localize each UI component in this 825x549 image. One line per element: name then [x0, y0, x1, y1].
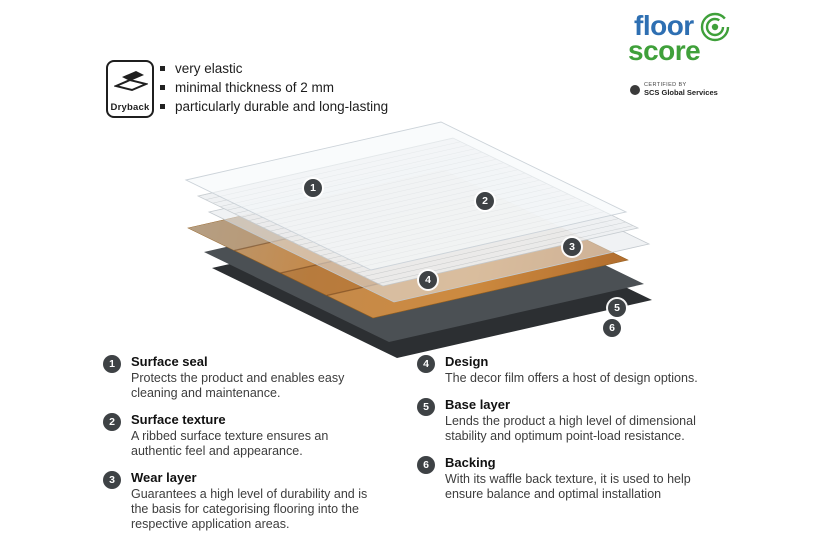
- certification-line: CERTIFIED BY SCS Global Services: [630, 82, 718, 97]
- diagram-marker-3: 3: [563, 238, 581, 256]
- dryback-badge: Dryback: [106, 60, 154, 118]
- legend-num: 2: [103, 413, 121, 431]
- legend-item-base-layer: 5 Base layer Lends the product a high le…: [417, 397, 725, 444]
- certified-by-label: CERTIFIED BY: [644, 82, 687, 88]
- legend-title: Base layer: [445, 397, 511, 412]
- feature-text: minimal thickness of 2 mm: [175, 80, 335, 95]
- legend-num: 1: [103, 355, 121, 373]
- legend-item-wear-layer: 3 Wear layer Guarantees a high level of …: [103, 470, 377, 532]
- legend-column-left: 1 Surface seal Protects the product and …: [103, 354, 377, 543]
- layer-texture: [196, 137, 640, 287]
- diagram-marker-4: 4: [419, 271, 437, 289]
- scs-icon: [630, 84, 640, 95]
- feature-text: particularly durable and long-lasting: [175, 99, 389, 114]
- feature-text: very elastic: [175, 61, 243, 76]
- feature-item: very elastic: [160, 59, 388, 78]
- diagram-marker-1: 1: [304, 179, 322, 197]
- legend-num: 4: [417, 355, 435, 373]
- legend-item-design: 4 Design The decor film offers a host of…: [417, 354, 725, 386]
- legend-item-surface-texture: 2 Surface texture A ribbed surface textu…: [103, 412, 377, 459]
- floorscore-word-score: score: [628, 35, 701, 66]
- legend-title: Surface seal: [131, 354, 208, 369]
- diagram-marker-5: 5: [608, 299, 626, 317]
- legend-num: 6: [417, 456, 435, 474]
- feature-item: particularly durable and long-lasting: [160, 97, 388, 116]
- legend-title: Design: [445, 354, 489, 369]
- dryback-label: Dryback: [110, 102, 150, 113]
- legend-item-surface-seal: 1 Surface seal Protects the product and …: [103, 354, 377, 401]
- certifier-name: SCS Global Services: [644, 88, 718, 97]
- layer-design: [187, 169, 629, 319]
- legend-item-backing: 6 Backing With its waffle back texture, …: [417, 455, 725, 502]
- bullet-icon: [160, 104, 165, 109]
- legend-desc: With its waffle back texture, it is used…: [445, 472, 691, 501]
- legend-num: 5: [417, 398, 435, 416]
- plank-laying-icon: [114, 71, 148, 92]
- layer-seal: [184, 121, 628, 271]
- legend-desc: A ribbed surface texture ensures an auth…: [131, 429, 329, 458]
- layer-base: [204, 194, 644, 342]
- legend-desc: Guarantees a high level of durability an…: [131, 487, 368, 531]
- legend-title: Backing: [445, 455, 496, 470]
- legend-desc: The decor film offers a host of design o…: [445, 371, 698, 385]
- diagram-marker-2: 2: [476, 192, 494, 210]
- swirl-icon: [700, 12, 730, 42]
- diagram-marker-6: 6: [603, 319, 621, 337]
- floorscore-logo: floor score CERTIFIED BY SCS Global Serv…: [620, 12, 750, 107]
- legend-desc: Protects the product and enables easy cl…: [131, 371, 345, 400]
- legend-column-right: 4 Design The decor film offers a host of…: [417, 354, 725, 513]
- feature-list: very elastic minimal thickness of 2 mm p…: [160, 59, 388, 116]
- bullet-icon: [160, 85, 165, 90]
- feature-item: minimal thickness of 2 mm: [160, 78, 388, 97]
- legend-num: 3: [103, 471, 121, 489]
- legend-title: Wear layer: [131, 470, 197, 485]
- legend-desc: Lends the product a high level of dimens…: [445, 414, 696, 443]
- legend-title: Surface texture: [131, 412, 226, 427]
- bullet-icon: [160, 66, 165, 71]
- floorscore-word-floor: floor: [634, 10, 694, 41]
